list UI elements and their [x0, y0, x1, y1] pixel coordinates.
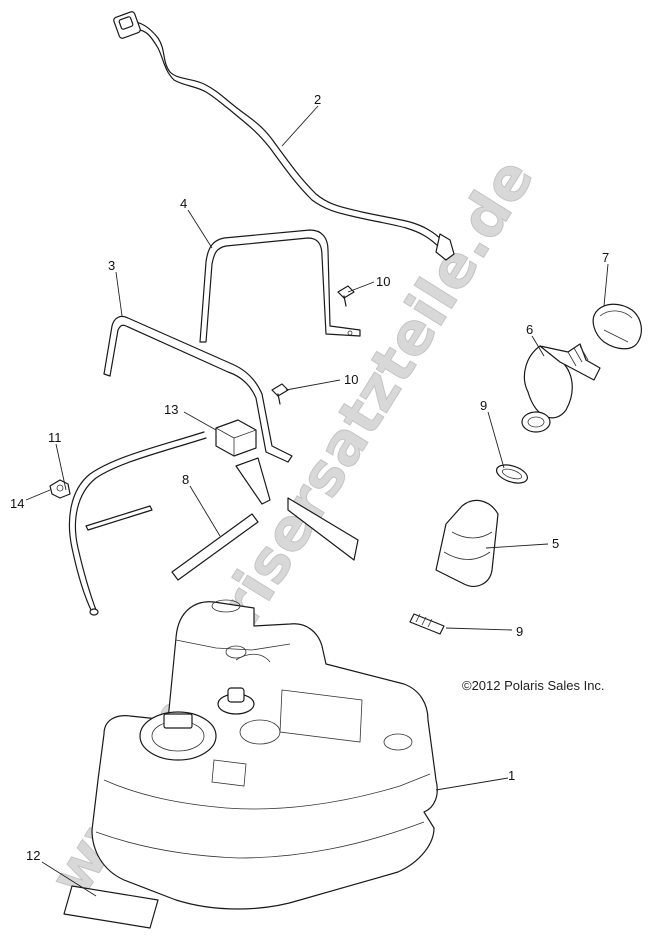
lower-tank-strap [103, 315, 293, 463]
bolt-lower [271, 383, 289, 405]
hose-clip [49, 479, 71, 499]
filler-hose [435, 499, 499, 587]
callout-2: 2 [314, 92, 321, 107]
fuel-tank [91, 599, 438, 910]
callout-6: 6 [526, 322, 533, 337]
callout-10-upper: 10 [376, 274, 390, 289]
upper-tank-strap [199, 229, 361, 343]
copyright-notice: ©2012 Polaris Sales Inc. [462, 678, 605, 693]
callout-9-upper: 9 [480, 398, 487, 413]
vent-hose-line [113, 11, 455, 261]
callout-14: 14 [10, 496, 24, 511]
callout-5: 5 [552, 536, 559, 551]
callout-10-lower: 10 [344, 372, 358, 387]
callout-8: 8 [182, 472, 189, 487]
callout-7: 7 [602, 250, 609, 265]
callout-13: 13 [164, 402, 178, 417]
warning-label [63, 885, 159, 929]
callout-11: 11 [48, 430, 62, 445]
decal-strips [85, 457, 359, 581]
callout-9-lower: 9 [516, 624, 523, 639]
fuel-cap [592, 303, 642, 350]
bolt-upper [337, 285, 355, 307]
callout-1: 1 [508, 768, 515, 783]
filler-neck [521, 343, 601, 433]
callout-12: 12 [26, 848, 40, 863]
hose-clamp-upper [495, 464, 529, 484]
foam-block [215, 419, 257, 457]
drain-hose [68, 431, 207, 616]
hose-clamp-lower [409, 613, 445, 635]
callout-4: 4 [180, 196, 187, 211]
callout-3: 3 [108, 258, 115, 273]
leader-lines [25, 105, 609, 897]
